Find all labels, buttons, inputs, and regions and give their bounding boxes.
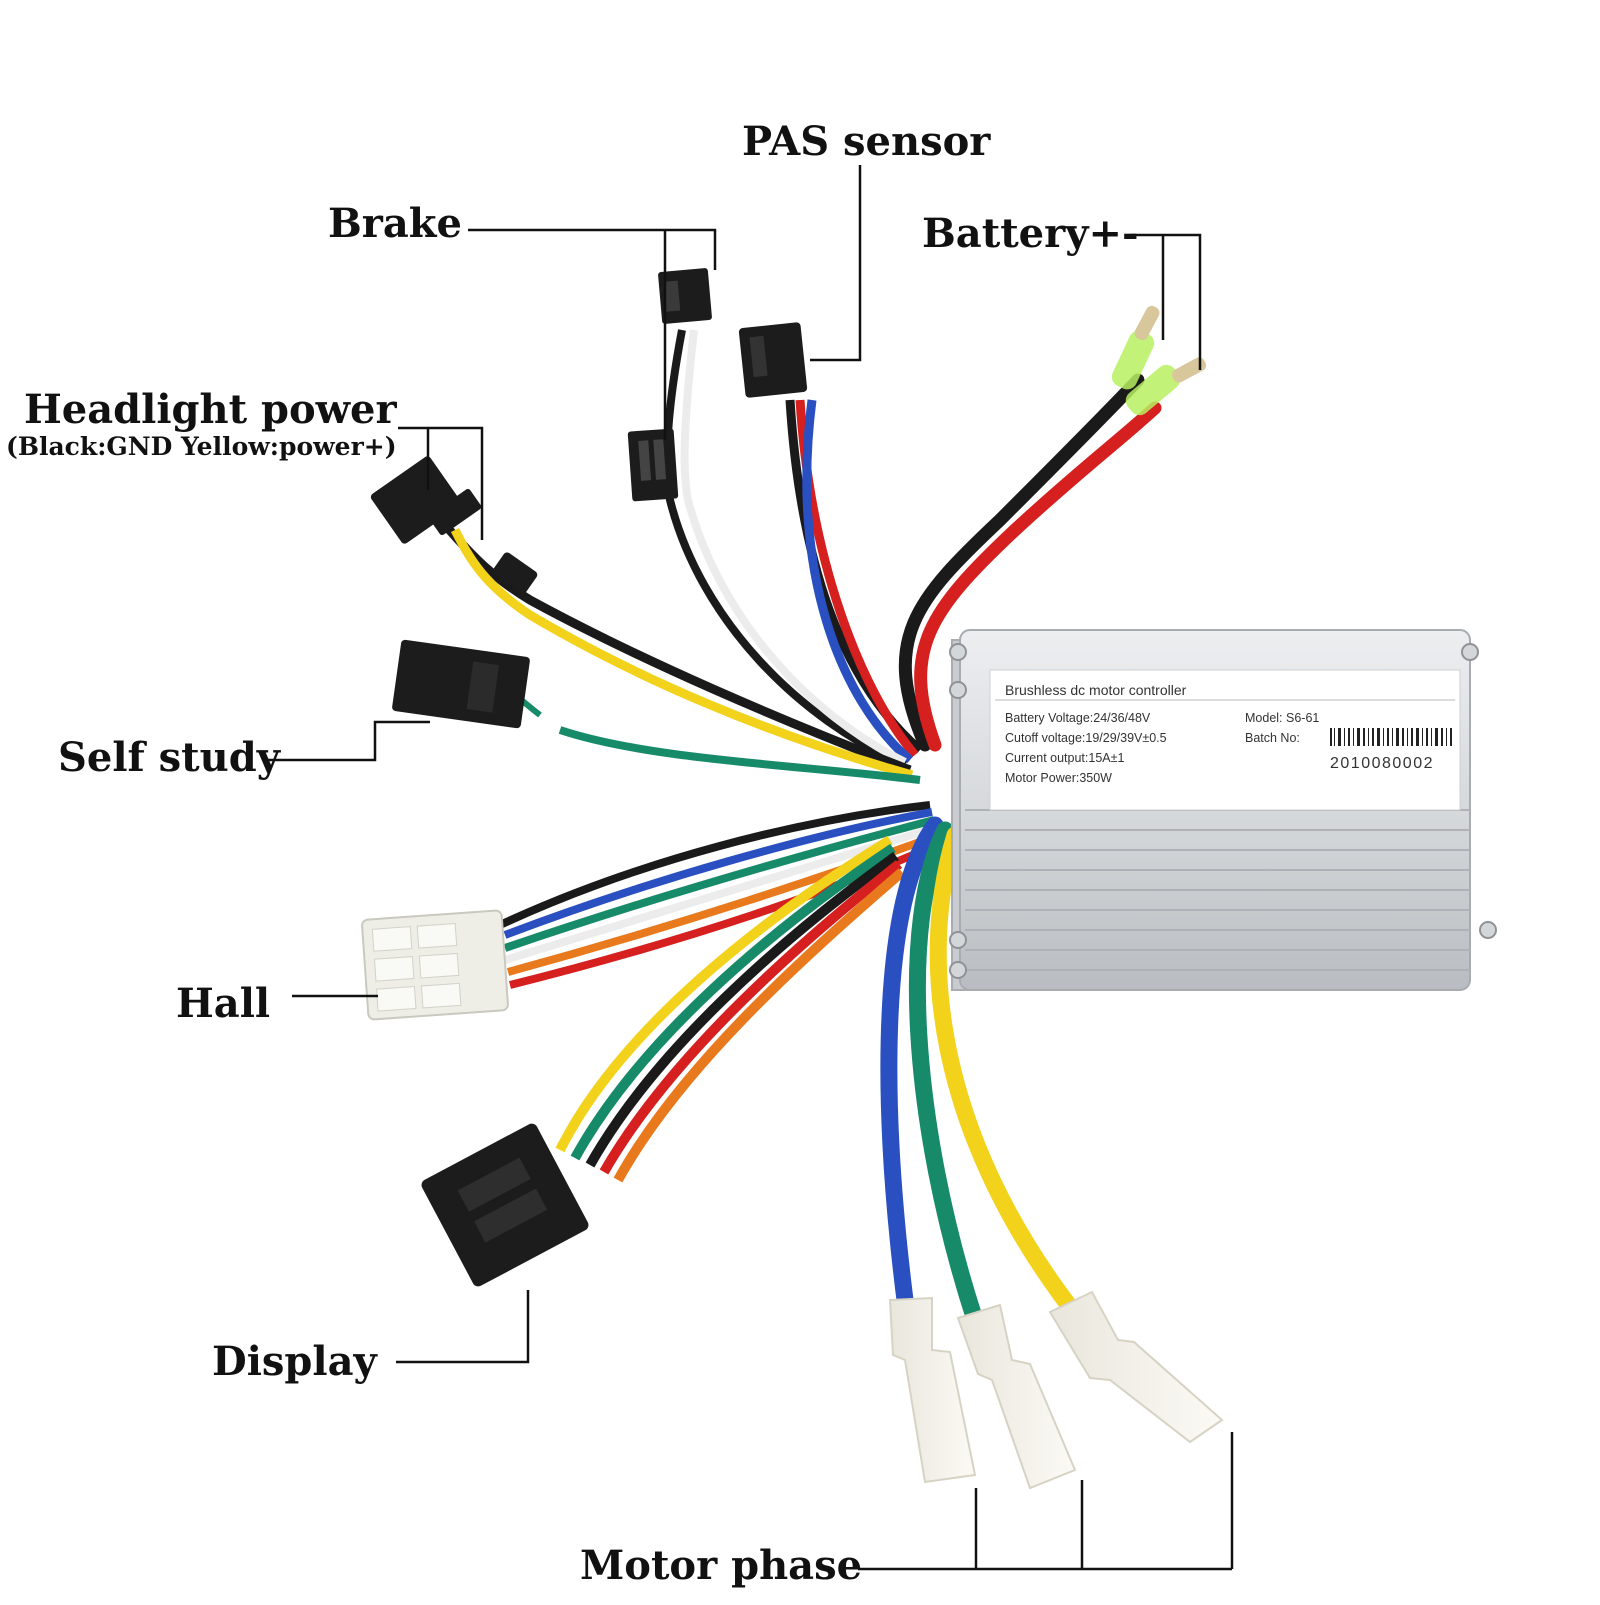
display-wire-orange [613, 868, 906, 1183]
phase-wire-blue [880, 816, 944, 1309]
display-connector [421, 1123, 589, 1287]
pas-sensor-label: PAS sensor [742, 118, 991, 165]
cutoff-voltage-spec: Cutoff voltage:19/29/39V±0.5 [1005, 731, 1167, 745]
self-study-connector [392, 639, 530, 729]
headlight-wire-yellow [450, 527, 914, 780]
headlight-note: (Black:GND Yellow:power+) [6, 432, 397, 461]
battery-wire-black [898, 373, 1145, 752]
controller-box: Brushless dc motor controller Battery Vo… [949, 629, 1497, 991]
battery-leader [1130, 233, 1202, 370]
batch-label: Batch No: [1245, 731, 1300, 745]
display-wire-green [570, 843, 896, 1161]
pas-connector [738, 322, 808, 398]
phase-wire-green [908, 821, 984, 1329]
battery-wire-red [914, 401, 1162, 752]
pas-wire-blue [802, 399, 913, 764]
current-output-spec: Current output:15A±1 [1005, 751, 1124, 765]
battery-voltage-spec: Battery Voltage:24/36/48V [1005, 711, 1151, 725]
display-leader [396, 1290, 530, 1364]
hall-wire-blue [503, 808, 933, 939]
batch-number: 2010080002 [1330, 755, 1434, 772]
display-wire-red [599, 860, 903, 1175]
battery-label: Battery+- [922, 210, 1139, 257]
battery-connectors [1111, 305, 1207, 416]
motor-phase-leader [858, 1432, 1234, 1571]
hall-label: Hall [176, 980, 271, 1027]
model-spec: Model: S6-61 [1245, 711, 1319, 725]
pas-leader [810, 165, 862, 362]
leader-lines [268, 165, 1234, 1571]
brake-wire-white [680, 329, 907, 766]
controller-title: Brushless dc motor controller [1005, 682, 1187, 698]
connectors [361, 268, 1224, 1490]
headlight-leader [398, 426, 484, 540]
hall-connector [361, 909, 509, 1021]
phase-caps [888, 1290, 1224, 1490]
wire-bundle [404, 329, 1162, 1329]
motor-power-spec: Motor Power:350W [1005, 771, 1112, 785]
display-wire-black [585, 851, 899, 1168]
hall-wire-black [498, 801, 931, 929]
barcode [1330, 728, 1452, 746]
hall-wire-green [503, 816, 936, 952]
phase-wire-yellow [929, 826, 1089, 1329]
headlight-power-label: Headlight power [24, 386, 397, 433]
brake-label: Brake [328, 200, 462, 247]
brake-leader [468, 228, 717, 440]
display-label: Display [212, 1338, 377, 1385]
self-study-label: Self study [58, 734, 280, 781]
motor-phase-label: Motor phase [580, 1542, 863, 1589]
brake-connector-lower [627, 428, 679, 502]
brake-wire-black [663, 329, 907, 769]
display-wire-yellow [555, 835, 893, 1153]
headlight-connector [370, 456, 538, 594]
brake-connector-upper [658, 268, 712, 324]
self-study-leader [268, 720, 430, 762]
self-study-wire-green [558, 726, 921, 784]
